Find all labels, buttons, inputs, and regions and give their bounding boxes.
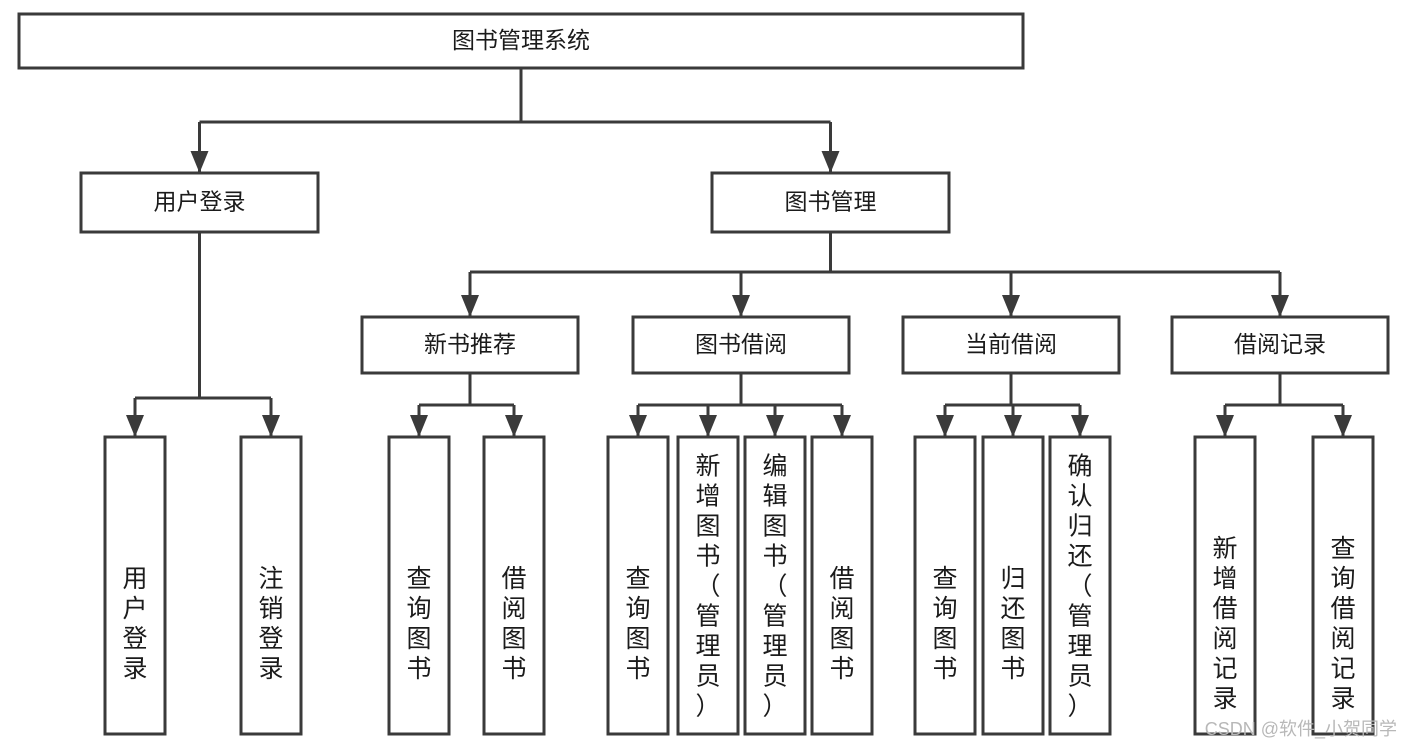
connector-group — [936, 373, 1089, 437]
node-label: 查询借阅记录 — [1330, 535, 1355, 713]
node-label: 新增图书（管理员） — [695, 452, 720, 720]
node-box[interactable] — [631, 315, 851, 375]
node-leaf-query-record[interactable]: 查询借阅记录 — [1311, 435, 1375, 736]
arrow-head — [1004, 415, 1022, 437]
node-root[interactable]: 图书管理系统 — [17, 12, 1025, 70]
node-box[interactable] — [606, 435, 670, 736]
node-label: 编辑图书（管理员） — [762, 452, 787, 720]
node-box[interactable] — [103, 435, 167, 736]
connector-layer — [126, 68, 1352, 437]
node-label: 用户登录 — [122, 565, 147, 683]
connector-group — [1216, 373, 1352, 437]
node-label: 用户登录 — [154, 189, 246, 215]
arrow-head — [190, 151, 209, 173]
node-label: 查询图书 — [932, 565, 957, 683]
arrow-head — [629, 415, 647, 437]
node-label: 归还图书 — [1000, 565, 1025, 683]
node-label: 图书借阅 — [695, 331, 787, 357]
node-current-borrow[interactable]: 当前借阅 — [901, 315, 1121, 375]
arrow-head — [732, 295, 750, 317]
connector-group — [410, 373, 523, 437]
node-leaf-query-books-3[interactable]: 查询图书 — [913, 435, 977, 736]
node-label: 查询图书 — [406, 565, 431, 683]
arrow-head — [410, 415, 428, 437]
arrow-head — [1334, 415, 1352, 437]
node-box[interactable] — [810, 435, 874, 736]
node-label: 借阅记录 — [1234, 331, 1326, 357]
node-leaf-query-books-1[interactable]: 查询图书 — [387, 435, 451, 736]
node-box[interactable] — [913, 435, 977, 736]
node-layer: 图书管理系统用户登录图书管理新书推荐图书借阅当前借阅借阅记录用户登录注销登录查询… — [17, 12, 1390, 736]
node-leaf-edit-book-admin[interactable]: 编辑图书（管理员） — [743, 435, 807, 736]
node-leaf-confirm-return-admin[interactable]: 确认归还（管理员） — [1048, 435, 1112, 736]
arrow-head — [126, 415, 144, 437]
node-leaf-borrow-books-2[interactable]: 借阅图书 — [810, 435, 874, 736]
node-label: 新增借阅记录 — [1212, 535, 1237, 713]
arrow-head — [936, 415, 954, 437]
node-leaf-query-books-2[interactable]: 查询图书 — [606, 435, 670, 736]
node-box[interactable] — [1193, 435, 1257, 736]
node-box[interactable] — [239, 435, 303, 736]
connector-group — [126, 232, 280, 437]
node-leaf-return-books[interactable]: 归还图书 — [981, 435, 1045, 736]
node-label: 当前借阅 — [965, 331, 1057, 357]
node-box[interactable] — [710, 171, 951, 234]
node-label: 图书管理系统 — [452, 27, 590, 53]
arrow-head — [699, 415, 717, 437]
arrow-head — [821, 151, 840, 173]
arrow-head — [1216, 415, 1234, 437]
node-label: 图书管理 — [785, 189, 877, 215]
node-box[interactable] — [676, 435, 740, 736]
node-box[interactable] — [743, 435, 807, 736]
node-label: 新书推荐 — [424, 331, 516, 357]
arrow-head — [1071, 415, 1089, 437]
node-leaf-logout[interactable]: 注销登录 — [239, 435, 303, 736]
arrow-head — [833, 415, 851, 437]
node-box[interactable] — [387, 435, 451, 736]
connector-group — [629, 373, 851, 437]
arrow-head — [505, 415, 523, 437]
node-leaf-borrow-books-1[interactable]: 借阅图书 — [482, 435, 546, 736]
node-book-borrow[interactable]: 图书借阅 — [631, 315, 851, 375]
node-book-manage[interactable]: 图书管理 — [710, 171, 951, 234]
node-user-login[interactable]: 用户登录 — [79, 171, 320, 234]
node-leaf-add-book-admin[interactable]: 新增图书（管理员） — [676, 435, 740, 736]
arrow-head — [766, 415, 784, 437]
node-box[interactable] — [360, 315, 580, 375]
node-box[interactable] — [981, 435, 1045, 736]
node-new-book-recommend[interactable]: 新书推荐 — [360, 315, 580, 375]
arrow-head — [262, 415, 280, 437]
node-box[interactable] — [1048, 435, 1112, 736]
node-leaf-add-record[interactable]: 新增借阅记录 — [1193, 435, 1257, 736]
node-label: 查询图书 — [625, 565, 650, 683]
node-borrow-records[interactable]: 借阅记录 — [1170, 315, 1390, 375]
connector-group — [190, 68, 840, 173]
node-box[interactable] — [79, 171, 320, 234]
arrow-head — [461, 295, 479, 317]
arrow-head — [1002, 295, 1020, 317]
node-label: 借阅图书 — [501, 565, 526, 683]
node-box[interactable] — [482, 435, 546, 736]
connector-group — [461, 232, 1289, 317]
node-box[interactable] — [901, 315, 1121, 375]
node-box[interactable] — [1311, 435, 1375, 736]
node-label: 借阅图书 — [829, 565, 854, 683]
arrow-head — [1271, 295, 1289, 317]
node-label: 注销登录 — [258, 565, 283, 683]
node-leaf-user-login[interactable]: 用户登录 — [103, 435, 167, 736]
node-label: 确认归还（管理员） — [1067, 452, 1092, 720]
node-box[interactable] — [1170, 315, 1390, 375]
node-box[interactable] — [17, 12, 1025, 70]
